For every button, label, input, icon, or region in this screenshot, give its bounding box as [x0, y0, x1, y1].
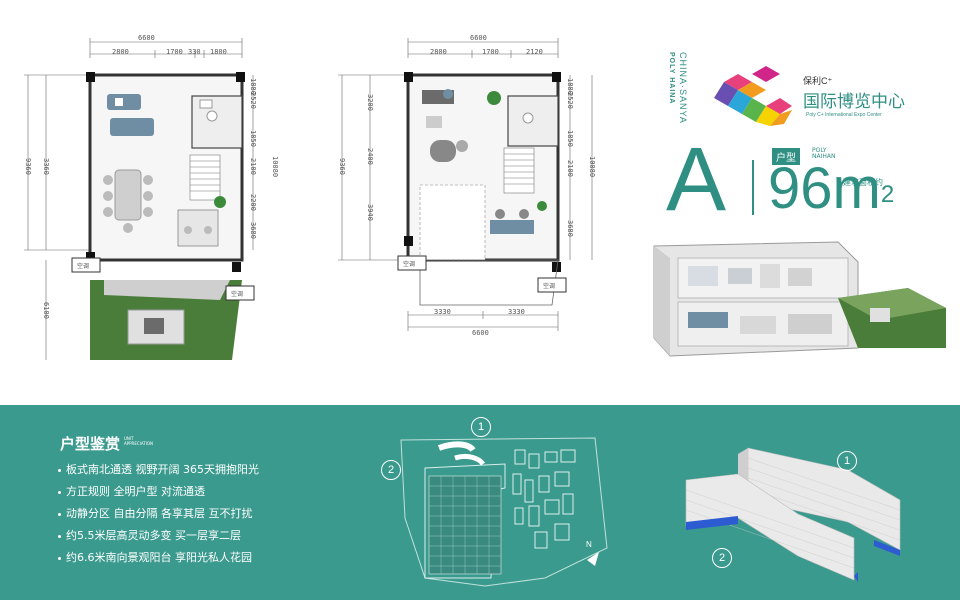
building-marker-2: 2 [712, 548, 732, 568]
unit-letter: A [666, 130, 727, 230]
dim-left-2: 3360 [42, 158, 50, 175]
ac-label-1: 空调 [77, 263, 90, 270]
unit-area-value: 96m [768, 156, 881, 221]
appreciation-subtitle-1: UNIT [124, 436, 134, 441]
dim-right-3: 1850 [249, 130, 257, 147]
dim-right-4: 2100 [249, 158, 257, 175]
unit-tag: 户型 [772, 148, 800, 165]
floor-plan-upper: 6600 [330, 30, 610, 370]
site-marker-1: 1 [471, 417, 491, 437]
dim-bottom-left: 6100 [42, 302, 50, 319]
dim2-bottom-seg-2: 3330 [508, 308, 525, 316]
building-marker-1: 1 [837, 451, 857, 471]
brand-logo-small: 保利C⁺ [803, 76, 833, 86]
dim-top-seg-1: 2800 [112, 48, 129, 56]
dim-top-seg-2: 1700 [166, 48, 183, 56]
unit-3d-render [653, 241, 946, 357]
feature-text: 动静分区 自由分隔 各享其层 互不打扰 [66, 507, 253, 520]
unit-tag-small-2: NAIHAN [812, 153, 836, 160]
floor-plan-lower-drawing [24, 38, 255, 360]
bullet-icon [58, 512, 61, 516]
dim2-top-total: 6600 [470, 34, 487, 42]
brand-logo-mark [714, 66, 792, 126]
feature-item: 动静分区 自由分隔 各享其层 互不打扰 [58, 505, 253, 521]
unit-area-sup: 2 [880, 181, 895, 208]
dim2-top-seg-2: 1700 [482, 48, 499, 56]
dim2-bottom-seg-1: 3330 [434, 308, 451, 316]
unit-divider [752, 160, 754, 215]
bullet-icon [58, 534, 61, 538]
feature-text: 约6.6米南向景观阳台 享阳光私人花园 [66, 551, 252, 564]
ac-label-2: 空调 [231, 291, 244, 298]
dim2-bottom-total: 6600 [472, 329, 489, 337]
unit-area-note: 建筑面积约 [843, 178, 883, 187]
floor-plan-upper-drawing [338, 38, 593, 331]
dim-right-6: 3680 [249, 222, 257, 239]
unit-tag-small-1: POLY [812, 147, 827, 154]
dim2-right-3: 1850 [566, 130, 574, 147]
dim2-right-5: 3680 [566, 220, 574, 237]
floor-plan-lower: 6600 [20, 30, 279, 370]
feature-item: 方正规则 全明户型 对流通透 [58, 483, 205, 499]
dim2-right-4: 2100 [566, 160, 574, 177]
appreciation-title: 户型鉴赏 [60, 435, 121, 453]
dim2-right-2: 2520 [566, 92, 574, 109]
dim-right-total: 10080 [271, 156, 279, 178]
feature-item: 约6.6米南向景观阳台 享阳光私人花园 [58, 549, 252, 565]
top-section: 6600 [20, 30, 946, 370]
bullet-icon [58, 490, 61, 494]
site-marker-2: 2 [381, 460, 401, 480]
dim2-left-2: 2400 [366, 148, 374, 165]
bullet-icon [58, 556, 61, 560]
buildings-3d [685, 447, 901, 582]
dim-left-1: 9360 [24, 158, 32, 175]
dim2-top-seg-1: 2800 [430, 48, 447, 56]
appreciation-subtitle-2: APPRECIATION [124, 441, 154, 446]
feature-text: 板式南北通透 视野开阔 365天拥抱阳光 [66, 463, 259, 476]
dim-top-total: 6600 [138, 34, 155, 42]
north-label: N [586, 540, 592, 549]
dim2-top-seg-3: 2120 [526, 48, 543, 56]
brand-logo-en: Poly C+ International Expo Center [806, 112, 882, 118]
bullet-icon [58, 468, 61, 472]
brand-vertical-2: CHINA·SANYA [678, 52, 688, 124]
dim2-left-1: 3200 [366, 94, 374, 111]
brand-vertical-1: POLY HAINA [668, 52, 675, 105]
feature-text: 约5.5米层高灵动多变 买一层享二层 [66, 529, 241, 542]
dim2-left-3: 3940 [366, 204, 374, 221]
feature-item: 约5.5米层高灵动多变 买一层享二层 [58, 527, 241, 543]
dim-top-seg-4: 1800 [210, 48, 227, 56]
feature-text: 方正规则 全明户型 对流通透 [66, 485, 205, 498]
ac2-label-1: 空调 [403, 261, 416, 268]
ac2-label-2: 空调 [543, 283, 556, 290]
dim2-left-total: 9360 [338, 158, 346, 175]
dim-top-seg-3: 330 [188, 48, 201, 56]
dim2-right-total: 10080 [588, 156, 596, 178]
site-plan [400, 437, 608, 587]
feature-item: 板式南北通透 视野开阔 365天拥抱阳光 [58, 461, 259, 477]
brand-logo-cn: 国际博览中心 [803, 92, 905, 112]
dim-right-2: 2520 [249, 92, 257, 109]
dim-right-5: 2200 [249, 194, 257, 211]
unit-area: 96m2 [768, 160, 894, 218]
